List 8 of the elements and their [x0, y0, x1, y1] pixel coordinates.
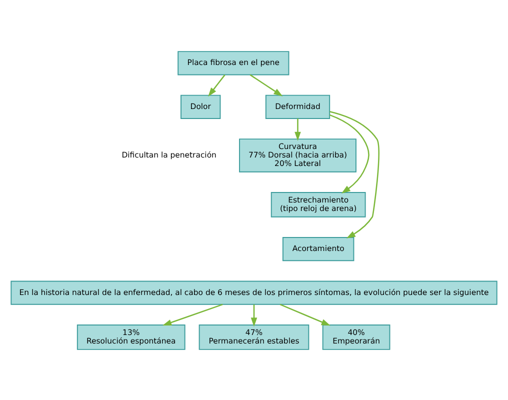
arrow: [330, 110, 380, 238]
arrow: [280, 303, 330, 326]
arrow: [250, 304, 258, 326]
arrow: [162, 303, 223, 326]
arrow: [250, 74, 283, 96]
arrow: [208, 74, 226, 96]
arrow: [329, 114, 370, 194]
arrow: [294, 118, 301, 140]
